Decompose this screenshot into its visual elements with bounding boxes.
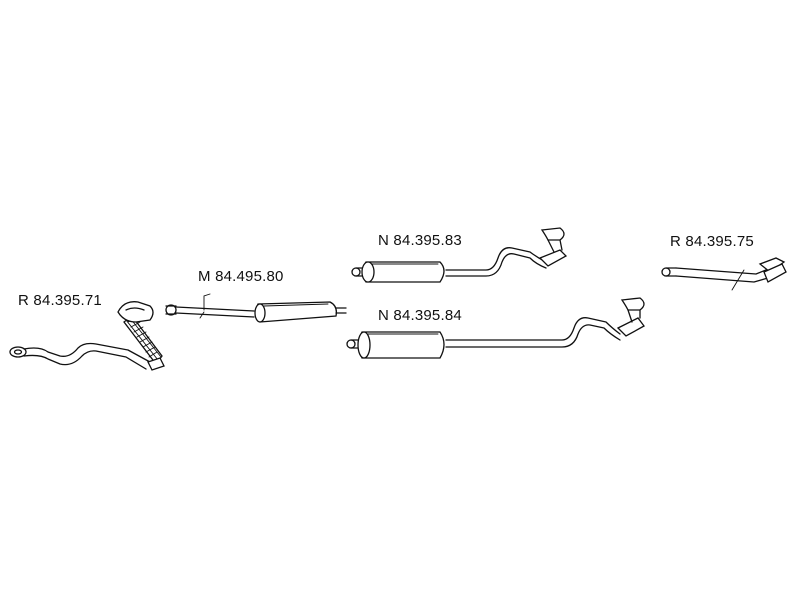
label-front-pipe: R 84.395.71 (18, 292, 102, 309)
label-middle-silencer: M 84.495.80 (198, 268, 284, 285)
label-rear-silencer-long: N 84.395.84 (378, 307, 462, 324)
label-rear-silencer-short: N 84.395.83 (378, 232, 462, 249)
part-middle-silencer (165, 293, 347, 323)
part-rear-silencer-short (351, 227, 568, 283)
label-tail-pipe: R 84.395.75 (670, 233, 754, 250)
part-rear-silencer-long (346, 297, 645, 359)
part-front-pipe (9, 301, 165, 371)
part-tail-pipe (661, 257, 787, 291)
